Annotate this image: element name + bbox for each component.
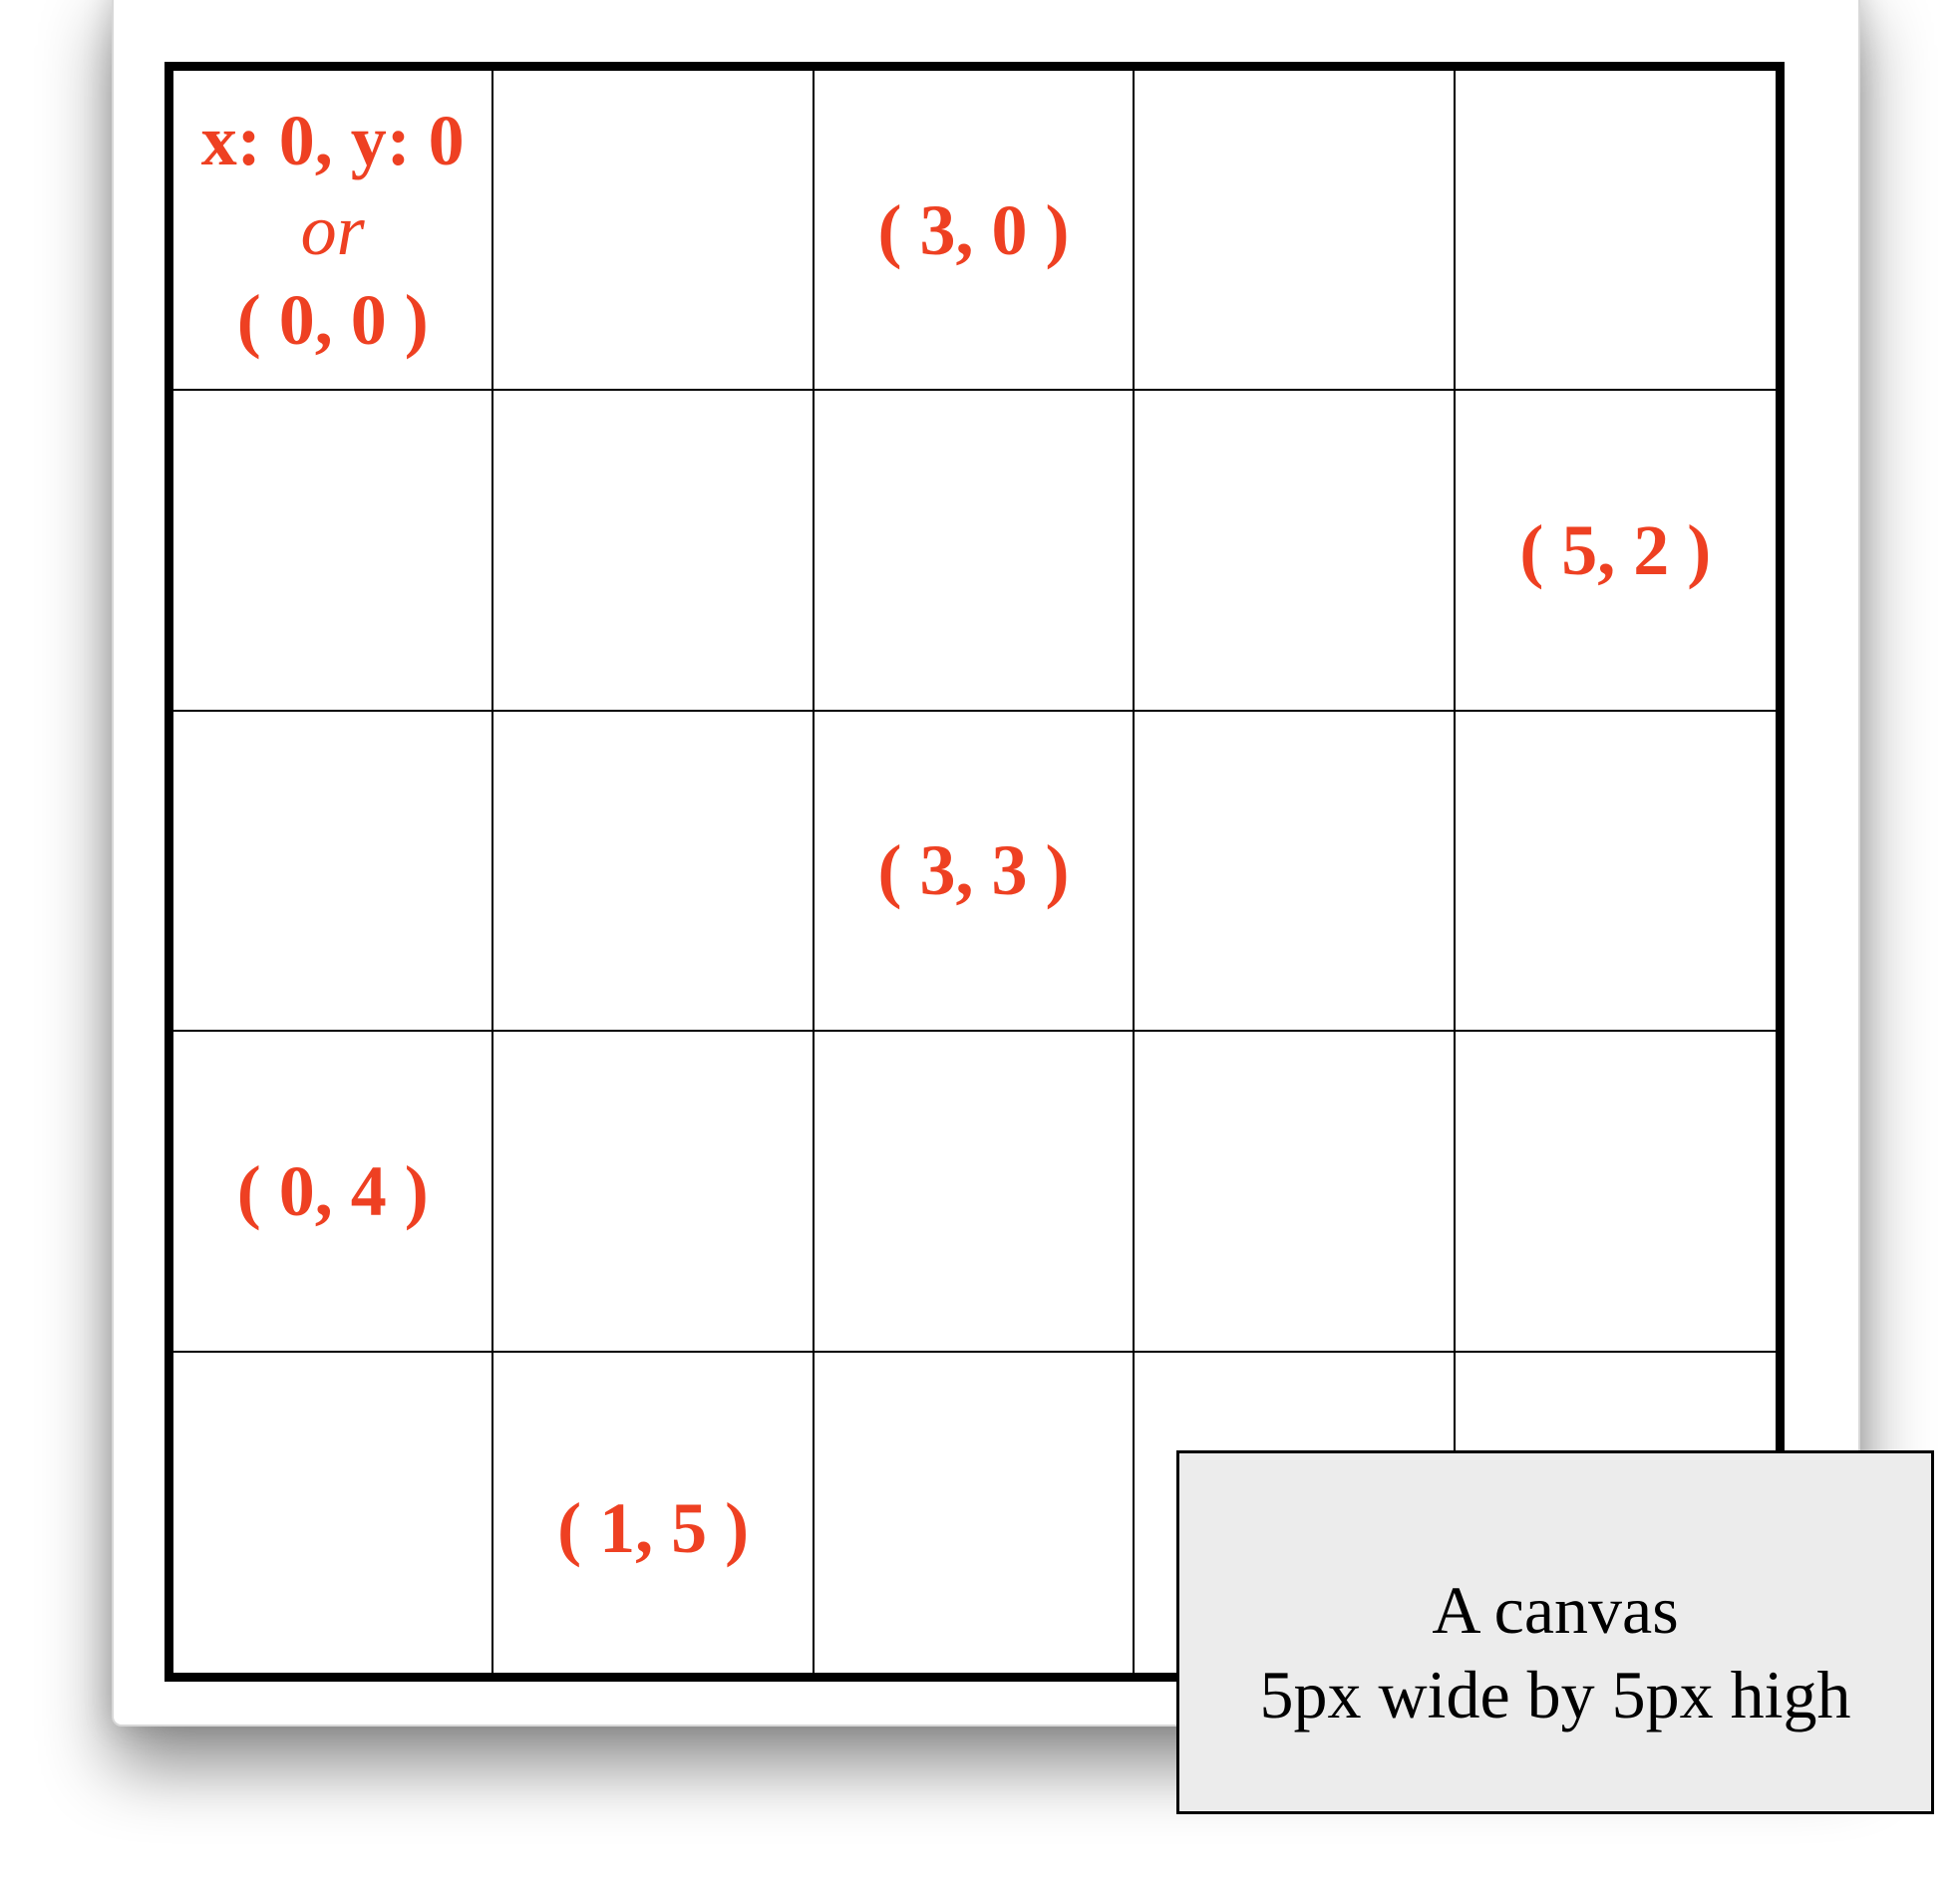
grid-cell-r2-c3 [1135,711,1456,1033]
coordinate-label: ( 1, 5 ) [557,1487,750,1568]
grid-cell-r3-c3 [1135,1032,1456,1353]
grid-cell-r1-c1 [493,391,815,712]
grid-cell-r2-c0 [173,711,494,1033]
coordinate-label: ( 3, 3 ) [877,830,1070,911]
coordinate-label: ( 3, 0 ) [877,189,1070,270]
origin-label-coord: ( 0, 0 ) [236,279,429,360]
grid-cell-r3-c0: ( 0, 4 ) [173,1032,494,1353]
grid-cell-r3-c1 [493,1032,815,1353]
caption-line-2: 5px wide by 5px high [1259,1656,1851,1732]
grid-cell-r3-c2 [814,1032,1136,1353]
grid-cell-r2-c2: ( 3, 3 ) [814,711,1136,1033]
coordinate-label: ( 5, 2 ) [1519,510,1712,591]
grid-cell-r0-c3 [1135,71,1456,392]
grid-cell-r0-c0: x: 0, y: 0 or ( 0, 0 ) [173,71,494,392]
origin-label: x: 0, y: 0 or ( 0, 0 ) [201,96,465,365]
grid-cell-r0-c4 [1455,71,1776,392]
grid-cell-r2-c4 [1455,712,1776,1033]
caption-line-1: A canvas [1432,1571,1679,1648]
grid-cell-r0-c2: ( 3, 0 ) [814,71,1136,392]
grid-cell-r1-c3 [1135,391,1456,712]
grid-cell-r1-c4: ( 5, 2 ) [1455,391,1776,712]
grid-cell-r4-c2 [815,1352,1136,1673]
coordinate-label: ( 0, 4 ) [236,1150,429,1231]
origin-label-or: or [300,189,365,270]
origin-label-xy: x: 0, y: 0 [200,100,465,180]
grid-cell-r1-c2 [814,391,1136,712]
grid-cell-r0-c1 [493,71,815,392]
caption-box: A canvas 5px wide by 5px high [1176,1450,1934,1814]
grid-cell-r1-c0 [173,391,494,712]
pixel-grid: x: 0, y: 0 or ( 0, 0 ) ( 3, 0 ) ( 5, 2 )… [164,62,1785,1682]
grid-cell-r4-c0 [173,1352,494,1673]
grid-cell-r4-c1: ( 1, 5 ) [493,1352,815,1673]
grid-cell-r2-c1 [493,711,815,1033]
grid-cell-r3-c4 [1455,1032,1776,1353]
